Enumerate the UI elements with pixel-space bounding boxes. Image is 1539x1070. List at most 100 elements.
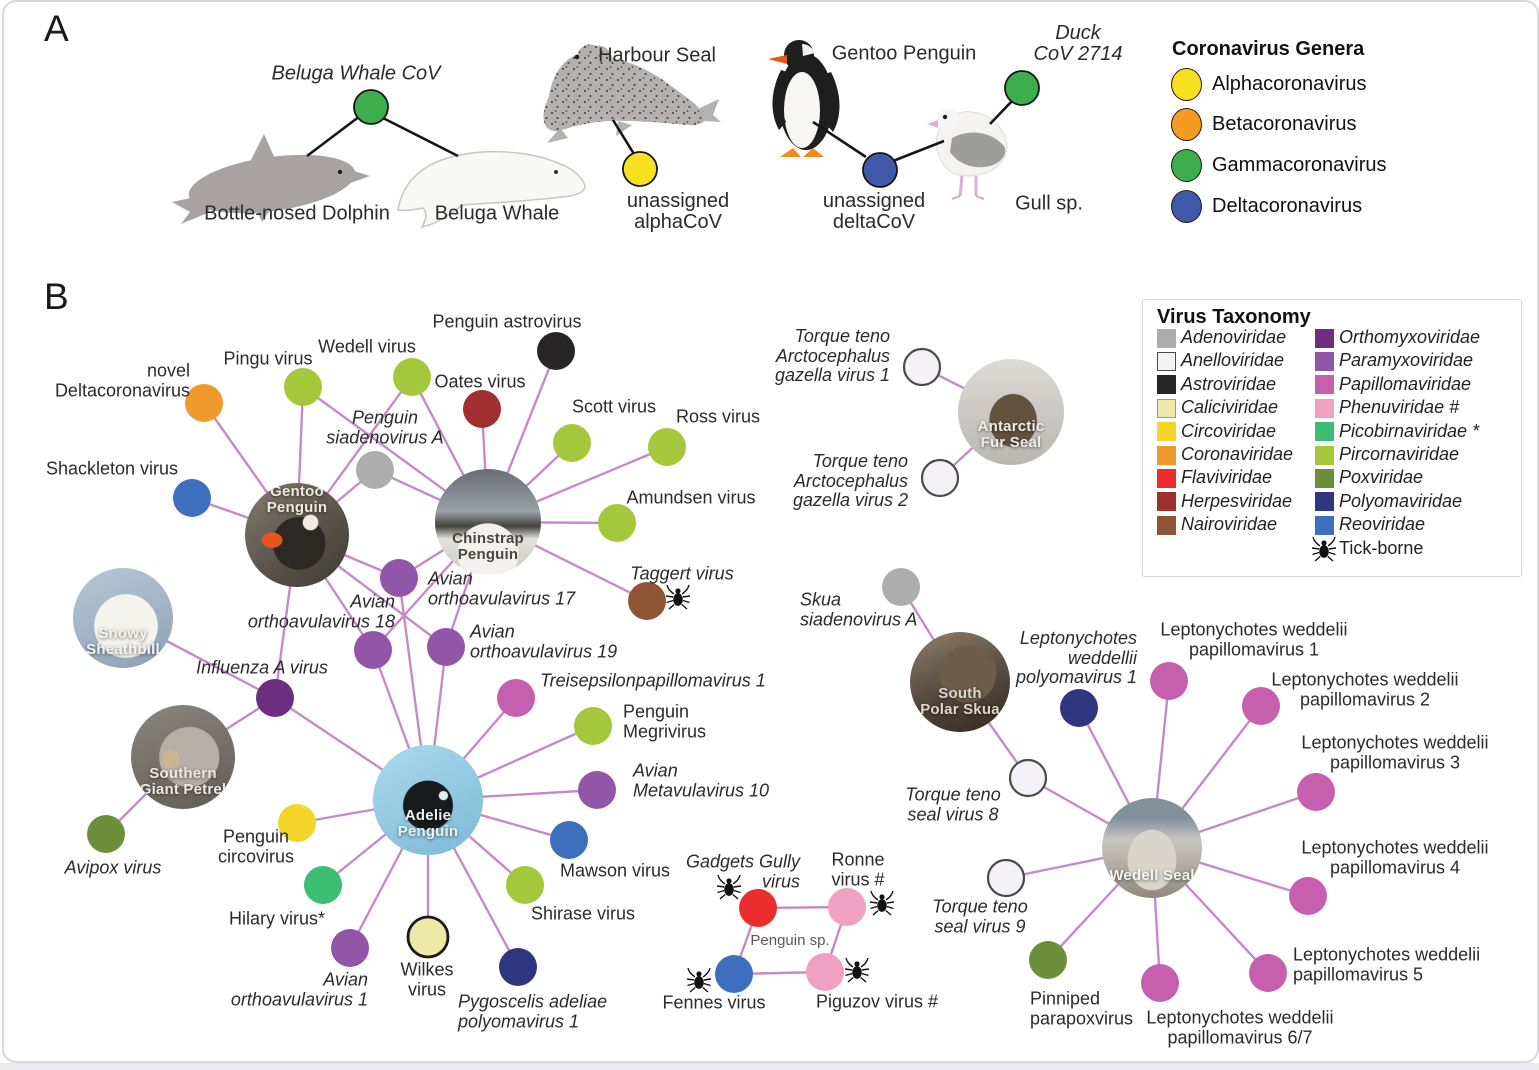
beluga-whale-cov-label: Beluga Whale CoV — [271, 62, 441, 85]
shirase-virus-label: Shirase virus — [530, 903, 636, 924]
legend-b-swatch-picobirna — [1315, 422, 1334, 442]
legend-b-label-pox: Poxviridae — [1339, 467, 1424, 488]
ross-virus-label: Ross virus — [675, 406, 761, 427]
legend-b-label-herpes: Herpesviridae — [1181, 490, 1293, 511]
legend-b-label-calici: Caliciviridae — [1181, 397, 1279, 418]
legend-b-swatch-reo — [1315, 515, 1334, 535]
legend-b-label-phenu: Phenuviridae # — [1339, 397, 1460, 418]
legend-b-label-polyoma: Polyomaviridae — [1339, 490, 1463, 511]
amundsen-virus-label: Amundsen virus — [626, 487, 756, 508]
legend-b-swatch-polyoma — [1315, 492, 1334, 512]
legend-b-label-adeno: Adenoviridae — [1181, 327, 1287, 347]
shackleton-virus-label: Shackleton virus — [45, 458, 179, 479]
legend-b-swatch-nairo — [1157, 515, 1176, 535]
legend-b-swatch-astro — [1157, 375, 1176, 395]
legend-b-swatch-papilloma — [1315, 375, 1334, 395]
panel-b-letter: B — [44, 276, 69, 317]
taggert-virus-label: Taggert virus — [630, 563, 734, 584]
gentoo-penguin-a-label: Gentoo Penguin — [831, 42, 977, 65]
legend-b-label-astro: Astroviridae — [1181, 373, 1277, 394]
host-weddell-photo: Wedell Seal — [1102, 798, 1202, 898]
legend-b-swatch-corona — [1157, 445, 1176, 465]
wedell-virus-label: Wedell virus — [318, 336, 416, 357]
gull-sp-label: Gull sp. — [1015, 192, 1083, 215]
virus-taxonomy-title: Virus Taxonomy — [1157, 306, 1311, 328]
legend-a-label-1: Betacoronavirus — [1212, 113, 1357, 135]
legend-b-label-flavi: Flaviviridae — [1181, 467, 1273, 488]
coronavirus-genera-title: Coronavirus Genera — [1172, 38, 1365, 60]
legend-b-label-papilloma: Papillomaviridae — [1339, 373, 1472, 394]
legend-b-swatch-pox — [1315, 468, 1334, 488]
legend-b-label-anello: Anelloviridae — [1181, 350, 1285, 371]
legend-b-label-nairo: Nairoviridae — [1181, 514, 1278, 535]
legend-b-swatch-anello — [1157, 351, 1176, 371]
legend-a-label-0: Alphacoronavirus — [1212, 73, 1367, 95]
legend-b-label-reo: Reoviridae — [1339, 514, 1426, 535]
page-background-strip — [0, 1063, 1539, 1070]
legend-a-label-2: Gammacoronavirus — [1212, 154, 1387, 176]
mawson-virus-label: Mawson virus — [559, 860, 671, 881]
legend-b-label-picobirna: Picobirnaviridae * — [1339, 420, 1480, 441]
hilary-virus-label: Hilary virus* — [228, 908, 326, 929]
pingu-virus-label: Pingu virus — [223, 348, 313, 369]
oates-virus-label: Oates virus — [434, 371, 526, 392]
legend-b-swatch-adeno — [1157, 328, 1176, 348]
tick-borne-glyph — [1311, 536, 1337, 562]
legend-a-swatch-3 — [1171, 190, 1202, 223]
legend-b-swatch-paramyxo — [1315, 351, 1334, 371]
legend-b-label-orthomyxo: Orthomyxoviridae — [1339, 327, 1481, 347]
legend-a-label-3: Deltacoronavirus — [1212, 195, 1363, 217]
legend-b-swatch-herpes — [1157, 492, 1176, 512]
scott-virus-label: Scott virus — [571, 396, 657, 417]
legend-b-swatch-orthomyxo — [1315, 328, 1334, 348]
fennes-virus-label: Fennes virus — [662, 992, 766, 1013]
legend-b-label-corona: Coronaviridae — [1181, 444, 1294, 464]
penguin-sp-label: Penguin sp. — [750, 931, 830, 949]
legend-b-label-picorna: Pircornaviridae — [1339, 444, 1460, 464]
legend-a-swatch-0 — [1171, 68, 1202, 101]
avipox-virus-label: Avipox virus — [64, 857, 162, 878]
host-weddell-label: Wedell Seal — [1109, 867, 1195, 884]
legend-b-label-tick: Tick-borne — [1339, 537, 1424, 558]
beluga-whale-label: Beluga Whale — [434, 202, 560, 225]
legend-a-swatch-1 — [1171, 108, 1202, 141]
